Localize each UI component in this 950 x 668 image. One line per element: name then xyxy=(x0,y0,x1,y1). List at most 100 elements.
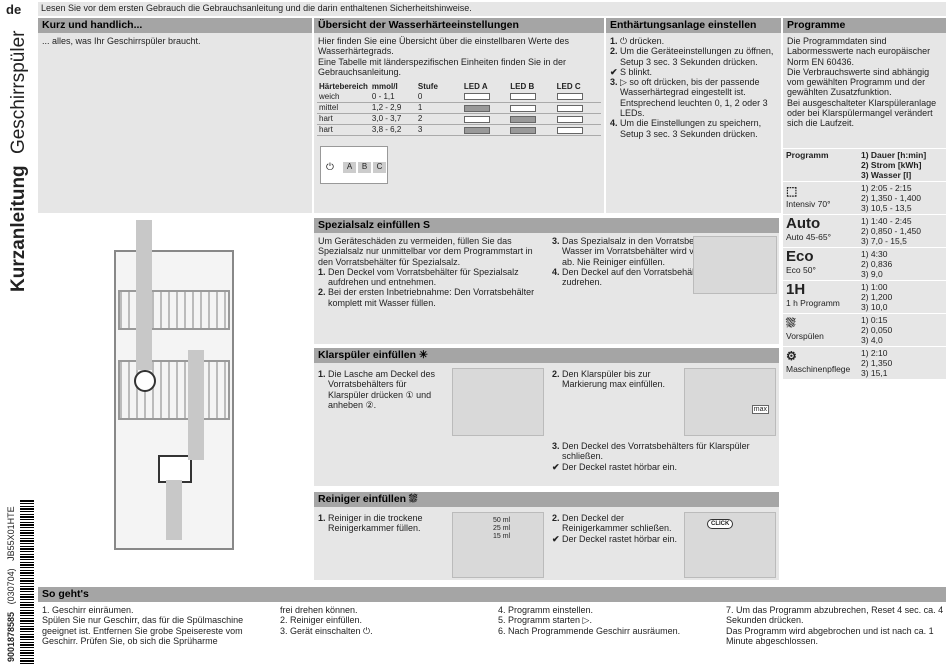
step-text: Das Spezialsalz in den Vorratsbehälter f… xyxy=(562,236,765,267)
klar-step3-text: Den Deckel des Vorratsbehälters für Klar… xyxy=(562,441,750,462)
prog-value: 1) 4:30 xyxy=(861,249,888,259)
prog-symbol: 1H xyxy=(786,281,806,298)
prog-value: 2) 0,050 xyxy=(861,325,893,335)
cell-led xyxy=(461,113,509,125)
step-text: Den Deckel auf den Vorratsbehälter aufse… xyxy=(562,266,764,288)
hardness-header: Härtebereich mmol/l Stufe LED A LED B LE… xyxy=(317,82,601,91)
cell-bereich: hart xyxy=(317,124,370,136)
led-indicator xyxy=(556,126,583,134)
prog-value: 1) 1:00 xyxy=(861,282,888,292)
prog-value: 1) 2:05 - 2:15 xyxy=(861,183,912,193)
led-indicator xyxy=(510,115,537,123)
enth-steps: 1.⏻ drücken.2.Um die Geräteeinstellungen… xyxy=(606,33,781,142)
connector-grey-1 xyxy=(136,220,152,370)
cell-stufe: 2 xyxy=(415,113,462,125)
prog-name: Intensiv 70° xyxy=(786,199,831,209)
klar-step1-item: 1.Die Lasche am Deckel des Vorratsbehält… xyxy=(318,369,436,410)
step-number: 3. xyxy=(552,236,560,246)
col-bereich: Härtebereich xyxy=(319,82,368,92)
rein-step1: 1.Reiniger in die trockene Reinigerkamme… xyxy=(314,510,448,537)
led-indicator xyxy=(463,126,490,134)
col-mmol: mmol/l xyxy=(371,82,398,92)
klar-title: Klarspüler einfüllen ✳ xyxy=(314,348,779,363)
cell-led xyxy=(554,124,601,136)
side-model: JB55X01HTE xyxy=(6,506,16,561)
cell-bereich: mittel xyxy=(317,102,370,114)
col-led-a: LED A xyxy=(463,82,488,92)
klar-step3b-text: Der Deckel rastet hörbar ein. xyxy=(562,461,678,472)
enth-title: Enthärtungsanlage einstellen xyxy=(606,18,781,33)
language-label: de xyxy=(6,2,22,17)
prog-name: Eco 50° xyxy=(786,265,816,275)
enth-panel: Enthärtungsanlage einstellen 1.⏻ drücken… xyxy=(606,18,781,213)
click-label: CLICK xyxy=(707,519,734,529)
cell-led xyxy=(554,113,601,125)
prog-name-cell: ⬚Intensiv 70° xyxy=(783,181,861,215)
ml-50: 50 ml xyxy=(493,517,511,524)
prog-value: 3) 15,1 xyxy=(861,368,888,378)
prog-value: 3) 9,0 xyxy=(861,269,883,279)
detergent-icon: ⛆ xyxy=(409,493,418,505)
step-item: 2.Um die Geräteeinstellungen zu öffnen, … xyxy=(610,46,777,67)
power-icon: ⏻ xyxy=(326,161,334,173)
cell-mmol: 0 - 1,1 xyxy=(369,91,416,103)
prog-value: 2) 1,350 - 1,400 xyxy=(861,193,922,203)
rein-step2b-text: Der Deckel rastet hörbar ein. xyxy=(562,533,678,544)
step-item: 1.Den Deckel vom Vorratsbehälter für Spe… xyxy=(318,267,544,288)
step-item: 2.Bei der ersten Inbetriebnahme: Den Vor… xyxy=(318,287,544,308)
rein-image-1: 50 ml 25 ml 15 ml xyxy=(452,512,544,578)
wasser-title: Übersicht der Wasserhärteeinstellungen xyxy=(314,18,604,33)
prog-value: 2) 1,350 xyxy=(861,358,893,368)
led-indicator xyxy=(463,104,490,112)
salz-panel: Spezialsalz einfüllen S Um Geräteschäden… xyxy=(314,218,779,344)
detergent-box xyxy=(158,455,192,483)
side-number: 9001878585 xyxy=(6,611,16,662)
klar-step2-item: 2.Den Klarspüler bis zur Markierung max … xyxy=(552,369,666,390)
prog-symbol: ⬚ xyxy=(786,184,798,198)
prog-table: Programm 1) Dauer [h:min] 2) Strom [kWh]… xyxy=(783,148,946,379)
prog-value: 3) 7,0 - 15,5 xyxy=(861,236,907,246)
control-panel-drawing: ⏻ A B C xyxy=(320,145,388,184)
prog-name-cell: ⚙Maschinenpflege xyxy=(783,346,861,379)
led-indicator xyxy=(463,115,490,123)
side-date: (030704) xyxy=(6,568,16,605)
side-title-text: Geschirrspüler xyxy=(8,30,29,155)
led-indicator xyxy=(510,93,537,101)
prog-symbol: Auto xyxy=(786,215,821,232)
step-text: Den Deckel vom Vorratsbehälter für Spezi… xyxy=(328,266,519,288)
prog-value: 3) 10,5 - 13,5 xyxy=(861,203,912,213)
rein-panel: Reiniger einfüllen ⛆ 1.Reiniger in die t… xyxy=(314,492,779,580)
cell-bereich: weich xyxy=(317,91,370,103)
step-text: ⏻ drücken. xyxy=(620,36,665,46)
intro-bar: Lesen Sie vor dem ersten Gebrauch die Ge… xyxy=(38,2,946,16)
prog-col1: Programm xyxy=(783,148,861,182)
rein-step2-text: Den Deckel der Reinigerkammer schließen. xyxy=(562,513,672,534)
col-led-b: LED B xyxy=(510,82,535,92)
klar-image-2: max xyxy=(684,368,776,436)
prog-value: 1) 0:15 xyxy=(861,315,888,325)
ml-15: 15 ml xyxy=(493,533,511,540)
step-text: Um die Geräteeinstellungen zu öffnen, Se… xyxy=(620,46,774,67)
panel-led-b: B xyxy=(358,161,371,173)
connector-grey-3 xyxy=(166,480,182,540)
cell-led xyxy=(508,102,555,114)
cell-led xyxy=(554,102,601,114)
step-number: 1. xyxy=(318,266,326,277)
cell-led xyxy=(461,102,509,114)
kurz-title: Kurz und handlich... xyxy=(38,18,312,33)
prog-header: Programm 1) Dauer [h:min] 2) Strom [kWh]… xyxy=(783,148,946,182)
cell-led xyxy=(461,91,509,103)
led-indicator xyxy=(510,104,537,112)
prog-value: 3) 4,0 xyxy=(861,335,883,345)
step-number: 4. xyxy=(610,118,618,129)
go-col2: frei drehen können. 2. Reiniger einfülle… xyxy=(280,605,373,636)
step-number: 2. xyxy=(610,46,618,57)
step-number: 2. xyxy=(318,287,326,298)
cell-led xyxy=(508,91,555,103)
